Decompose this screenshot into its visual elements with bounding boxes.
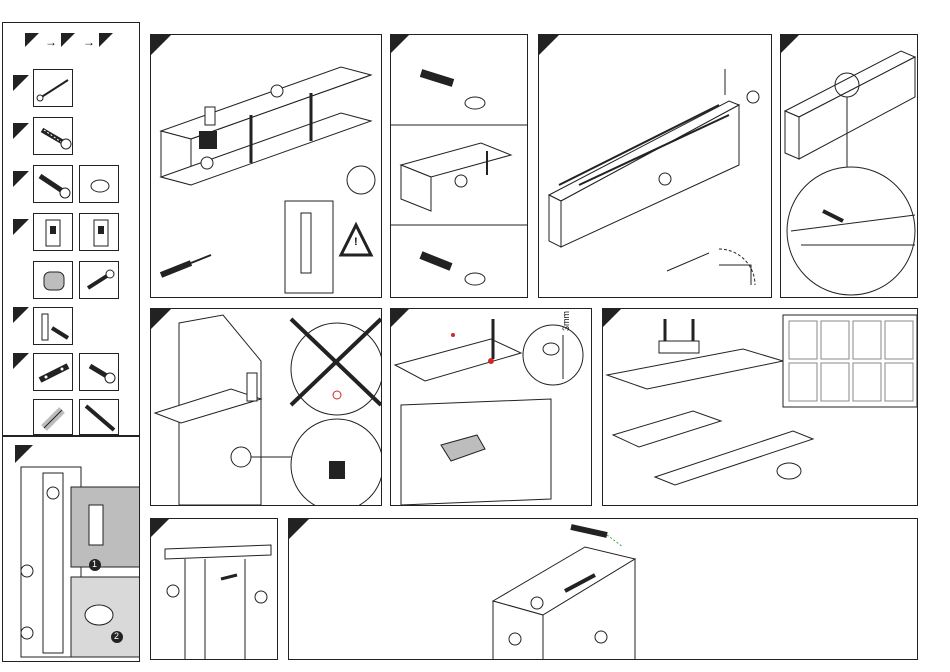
part-screw [33, 117, 73, 155]
parts-list-panel: → → [2, 22, 140, 436]
step-shelf-insert-panel [150, 308, 382, 506]
sequence-arrow-2: → [83, 35, 95, 49]
part-bracket-screw [33, 307, 73, 345]
step-drawer-panel: 1 2 [2, 436, 140, 662]
step-hinge-panel: 3mm [390, 308, 592, 506]
marker-1: 1 [92, 559, 97, 569]
part-hinge-plate-left [33, 213, 73, 251]
part-hinge-plate-right [79, 213, 119, 251]
step-cam-lock-panel [390, 34, 528, 298]
part-plastic-plug [33, 261, 73, 299]
part-runner-bracket [33, 353, 73, 391]
step-door-fittings-panel [602, 308, 918, 506]
gap-3mm-label: 3mm [561, 311, 571, 331]
step-side-panel-screws [150, 518, 278, 660]
part-wall-anchor [33, 399, 73, 435]
part-cap [79, 165, 119, 203]
part-nail [33, 69, 73, 107]
part-wood-screw [79, 261, 119, 299]
part-screw-long [33, 165, 73, 203]
sequence-arrow-1: → [45, 35, 57, 49]
part-short-screw [79, 353, 119, 391]
marker-2: 2 [114, 631, 119, 641]
part-long-screw [79, 399, 119, 435]
step-back-panel-zoom [780, 34, 918, 298]
step-upright-body-panel [538, 34, 772, 298]
warning-symbol: ! [354, 236, 358, 248]
step-frame-assembly-panel: ! [150, 34, 382, 298]
step-top-mount-panel [288, 518, 918, 660]
